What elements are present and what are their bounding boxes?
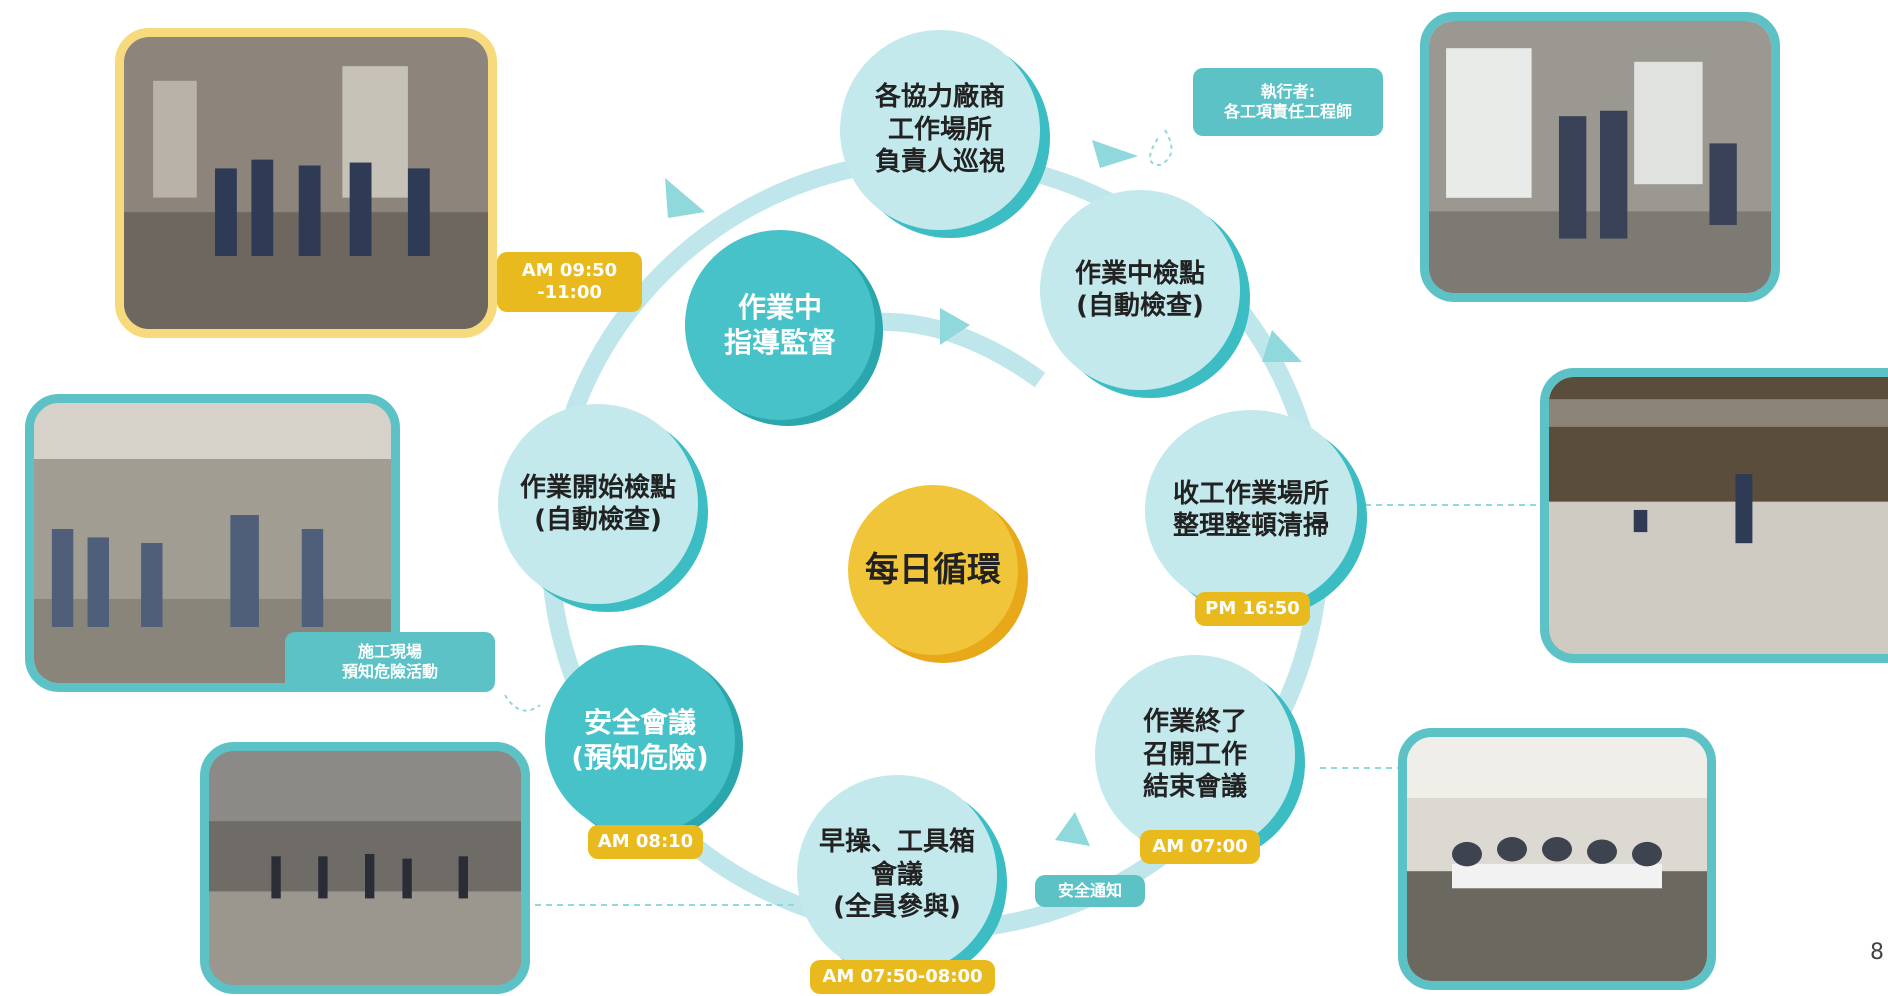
- photo-executor-site: [1420, 12, 1780, 302]
- node-check-during: 作業中檢點 (自動檢查): [1040, 190, 1240, 390]
- tag-executor: 執行者: 各工項責任工程師: [1193, 68, 1383, 136]
- photo-patrol-site: [115, 28, 497, 338]
- daily-cycle-center: 每日循環: [848, 485, 1018, 655]
- arrow-marker: [1055, 812, 1090, 846]
- node-start-check: 作業開始檢點 (自動檢查): [498, 404, 698, 604]
- tag-am-0950: AM 09:50 -11:00: [497, 252, 642, 312]
- node-patrol: 各協力廠商 工作場所 負責人巡視: [840, 30, 1040, 230]
- page-number: 8: [1870, 940, 1884, 965]
- tag-am-0750: AM 07:50-08:00: [810, 960, 995, 994]
- tag-am-0810: AM 08:10: [588, 825, 703, 859]
- arrow-marker: [1262, 330, 1302, 362]
- node-morning-meeting: 早操、工具箱 會議 (全員參與): [797, 775, 997, 975]
- photo-cleanup-site: [1540, 368, 1888, 663]
- node-end-meeting: 作業終了 召開工作 結束會議: [1095, 655, 1295, 855]
- tag-safety-notice: 安全通知: [1035, 875, 1145, 907]
- arrow-marker: [1092, 140, 1138, 168]
- node-cleanup: 收工作業場所 整理整頓清掃: [1145, 410, 1357, 610]
- photo-hazard-activity: [25, 394, 400, 692]
- photo-end-meeting: [1398, 728, 1716, 990]
- node-supervision: 作業中 指導監督: [685, 230, 875, 420]
- tag-am-0700: AM 07:00: [1140, 830, 1260, 864]
- tag-pm-1650: PM 16:50: [1195, 592, 1310, 626]
- arrow-marker: [940, 308, 970, 345]
- tag-hazard-activity: 施工現場 預知危險活動: [285, 632, 495, 692]
- arrow-marker: [665, 178, 705, 218]
- photo-morning-exercise: [200, 742, 530, 994]
- node-safety-meeting: 安全會議 (預知危險): [545, 645, 735, 835]
